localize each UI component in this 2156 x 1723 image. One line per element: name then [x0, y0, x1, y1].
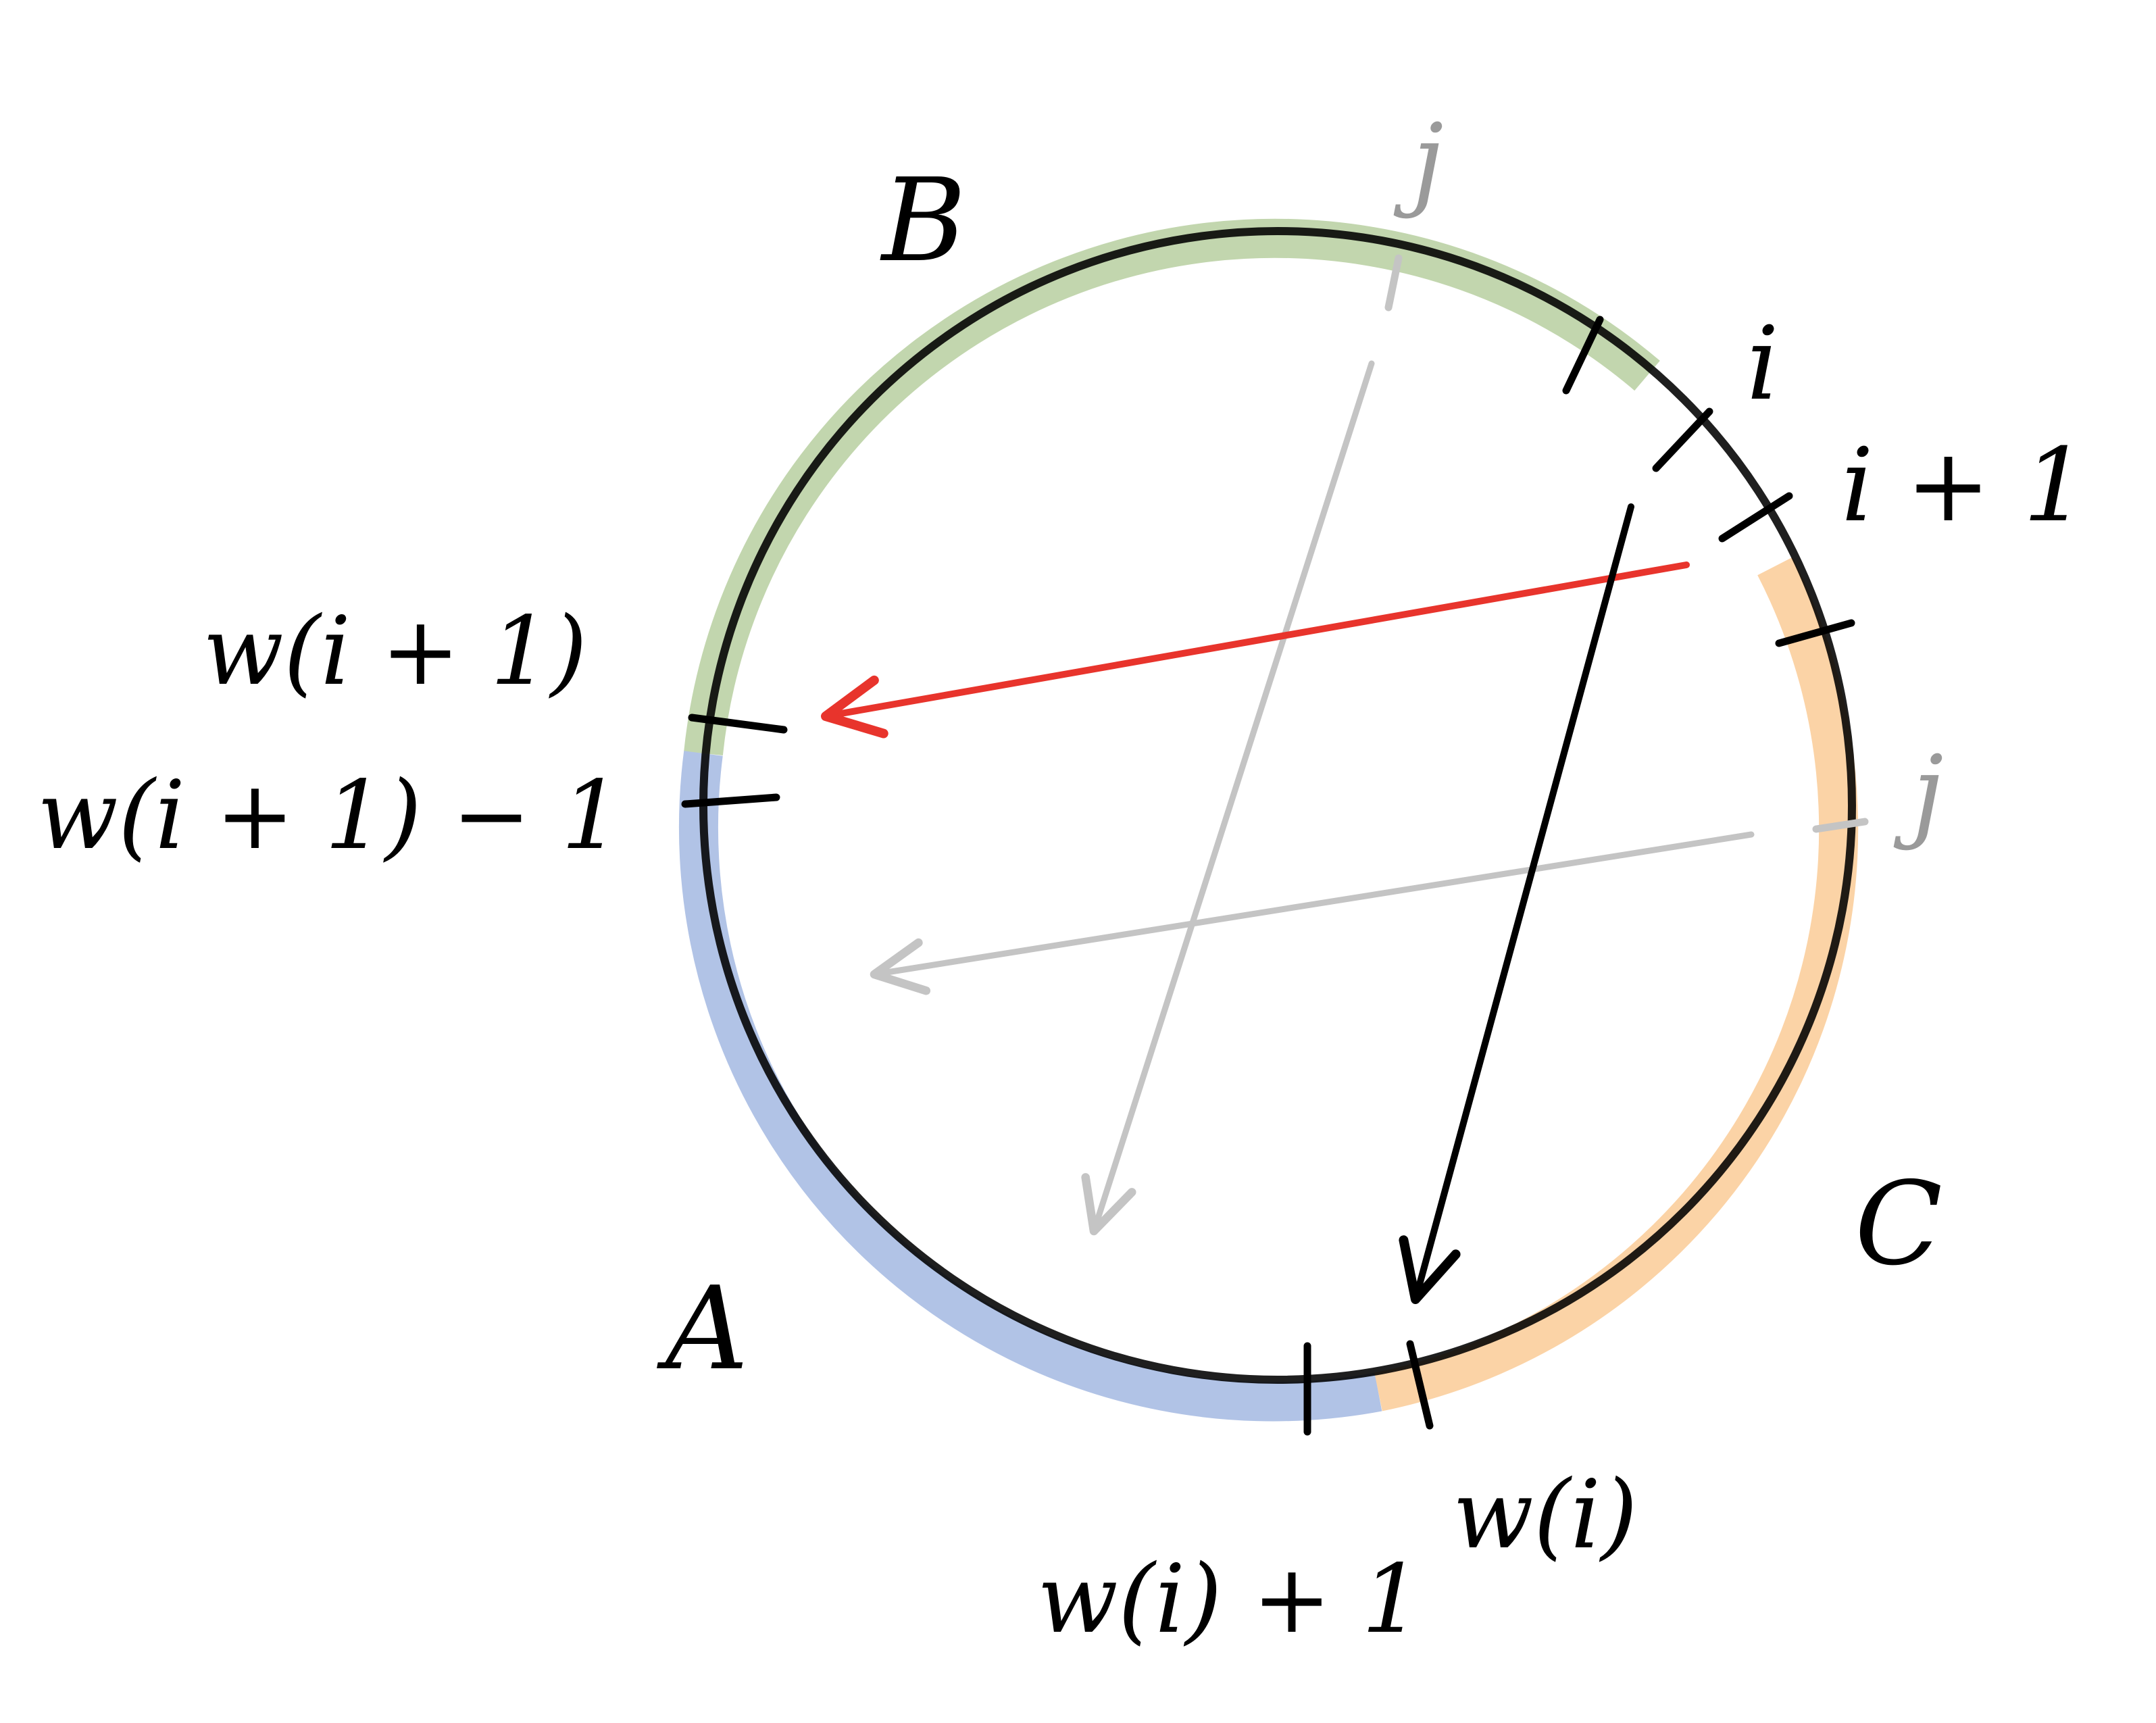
- tick-i-plus-1: [1718, 492, 1793, 543]
- label-i-plus-1: i + 1: [1841, 427, 2087, 545]
- region-b-band: [684, 218, 1660, 756]
- region-c-band: [1374, 557, 1859, 1412]
- region-a-band: [679, 751, 1382, 1422]
- tick-b-end: [1562, 316, 1604, 395]
- label-region-a: A: [657, 1262, 749, 1396]
- tick-w-i: [1406, 1340, 1434, 1430]
- tick-c-start: [1775, 619, 1855, 647]
- label-j-top: j: [1393, 103, 1444, 220]
- label-j-right: j: [1893, 734, 1944, 852]
- label-w-i-plus-1-b: w(i) + 1: [1037, 1545, 1422, 1655]
- label-w-i-plus-1: w(i + 1): [203, 597, 587, 707]
- tick-w-i-plus-1-minus-1: [681, 793, 780, 808]
- black-arrow: [1399, 503, 1634, 1304]
- faded-ticks: [1384, 254, 1869, 833]
- tick-marks: [681, 316, 1855, 1436]
- red-arrow: [821, 561, 1690, 739]
- label-region-b: B: [880, 154, 966, 288]
- label-w-i: w(i): [1453, 1460, 1638, 1570]
- tick-j-top: [1384, 254, 1403, 311]
- label-i: i: [1747, 305, 1779, 423]
- tick-i: [1652, 407, 1713, 472]
- label-w-i-plus-1-minus-1: w(i + 1) − 1: [37, 761, 622, 871]
- tick-j-right: [1812, 818, 1869, 833]
- faded-arrow-from-j-top: [1081, 360, 1375, 1236]
- label-region-c: C: [1855, 1157, 1942, 1291]
- tick-w-i-plus-1: [688, 714, 788, 734]
- faded-arrow-from-j-right: [870, 831, 1755, 995]
